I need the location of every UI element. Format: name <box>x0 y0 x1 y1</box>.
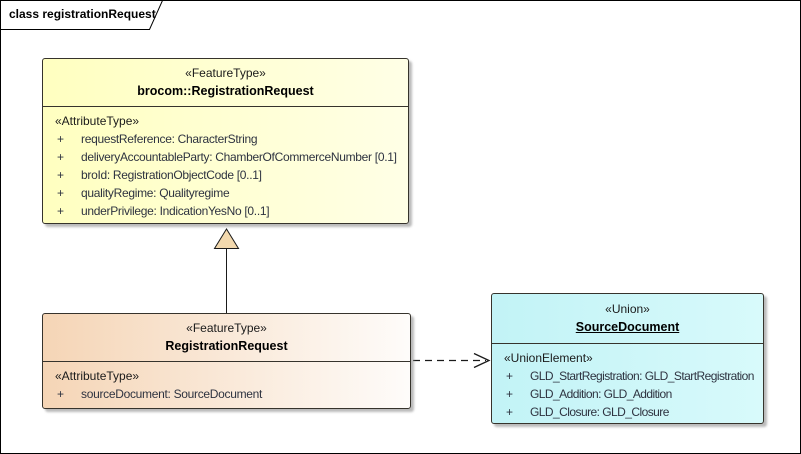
attributes-section: «AttributeType» + sourceDocument: Source… <box>43 362 410 403</box>
attribute-row: + sourceDocument: SourceDocument <box>47 385 406 403</box>
section-stereotype-label: «AttributeType» <box>55 369 140 383</box>
frame-tab <box>1 1 163 30</box>
attributes-section: «AttributeType» + requestReference: Char… <box>43 107 408 220</box>
class-header: «FeatureType» brocom::RegistrationReques… <box>43 59 408 107</box>
visibility-marker: + <box>506 387 514 401</box>
attribute-row: + deliveryAccountableParty: ChamberOfCom… <box>47 148 404 166</box>
attribute-row: + requestReference: CharacterString <box>47 130 404 148</box>
stereotype-label: «FeatureType» <box>185 66 266 80</box>
attribute-text: underPrivilege: IndicationYesNo [0..1] <box>81 204 270 218</box>
generalization-arrow <box>213 228 240 313</box>
class-header: «Union» SourceDocument <box>492 294 763 344</box>
attribute-row: + broId: RegistrationObjectCode [0..1] <box>47 166 404 184</box>
stereotype-label: «Union» <box>605 302 650 316</box>
attribute-text: broId: RegistrationObjectCode [0..1] <box>81 168 262 182</box>
visibility-marker: + <box>57 150 65 164</box>
attribute-row: + GLD_Addition: GLD_Addition <box>496 385 759 403</box>
attribute-text: qualityRegime: Qualityregime <box>81 186 230 200</box>
attribute-row: + qualityRegime: Qualityregime <box>47 184 404 202</box>
section-stereotype-label: «UnionElement» <box>504 351 593 365</box>
visibility-marker: + <box>57 387 65 401</box>
attribute-text: GLD_Closure: GLD_Closure <box>530 405 669 419</box>
class-name: SourceDocument <box>575 320 680 334</box>
visibility-marker: + <box>57 204 65 218</box>
visibility-marker: + <box>57 168 65 182</box>
visibility-marker: + <box>57 132 65 146</box>
class-header: «FeatureType» RegistrationRequest <box>43 314 410 362</box>
class-box-brocom-registration-request: «FeatureType» brocom::RegistrationReques… <box>42 58 409 224</box>
attribute-row: + GLD_Closure: GLD_Closure <box>496 403 759 421</box>
frame-tab-label: class registrationRequest <box>9 7 156 21</box>
attributes-section: «UnionElement» + GLD_StartRegistration: … <box>492 344 763 421</box>
attribute-text: GLD_StartRegistration: GLD_StartRegistra… <box>530 369 754 383</box>
attribute-text: GLD_Addition: GLD_Addition <box>530 387 672 401</box>
attribute-text: sourceDocument: SourceDocument <box>81 387 263 401</box>
visibility-marker: + <box>506 369 514 383</box>
class-box-source-document: «Union» SourceDocument «UnionElement» + … <box>491 293 764 424</box>
attribute-text: requestReference: CharacterString <box>81 132 258 146</box>
stereotype-label: «FeatureType» <box>186 321 267 335</box>
class-box-registration-request: «FeatureType» RegistrationRequest «Attri… <box>42 313 411 409</box>
class-name: brocom::RegistrationRequest <box>137 84 314 98</box>
dependency-arrow <box>413 352 491 369</box>
visibility-marker: + <box>57 186 65 200</box>
attribute-row: + GLD_StartRegistration: GLD_StartRegist… <box>496 367 759 385</box>
attribute-text: deliveryAccountableParty: ChamberOfComme… <box>81 150 397 164</box>
attribute-row: + underPrivilege: IndicationYesNo [0..1] <box>47 202 404 220</box>
section-stereotype-label: «AttributeType» <box>55 114 140 128</box>
class-name: RegistrationRequest <box>165 339 288 353</box>
visibility-marker: + <box>506 405 514 419</box>
